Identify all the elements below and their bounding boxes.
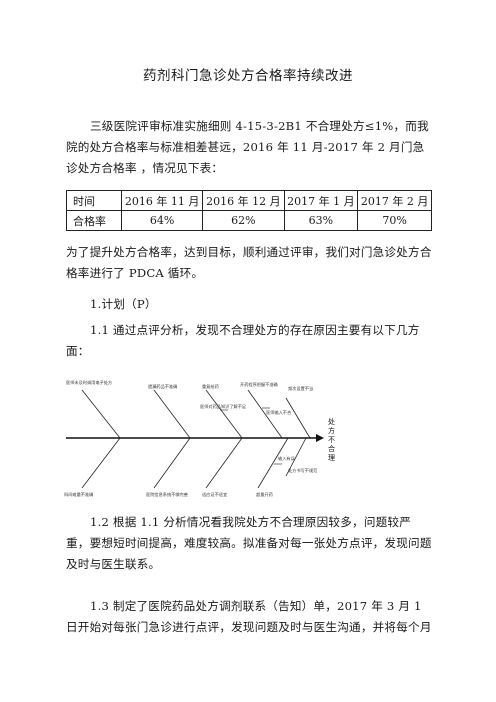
fishbone-bone [153, 389, 191, 439]
fishbone-cause-label: 处方书写不规范 [288, 467, 317, 474]
section-plan-text: 1.计划（P） [90, 297, 157, 311]
row-label-rate: 合格率 [66, 210, 122, 231]
paragraph-1-1-text: 1.1 通过点评分析，发现不合理处方的存在原因主要有以下几方面： [66, 323, 420, 358]
rate-cell: 64% [120, 210, 204, 231]
document-title: 药剂科门急诊处方合格率持续改进 [143, 68, 353, 84]
section-plan-heading: 1.计划（P） [66, 294, 432, 315]
fishbone-diagram: 医师未及时调用电子处方 遗漏药品不准确 重复给药 开药程序把握不准确 频次设置不… [64, 379, 335, 498]
fishbone-head-char: 方 [328, 426, 335, 435]
fishbone-cause-label: 输入有误 [278, 455, 296, 462]
after-table-paragraph: 为了提升处方合格率，达到目标，顺利通过评审，我们对门急诊处方合格率进行了 PDC… [66, 245, 432, 280]
intro-text: 三级医院评审标准实施细则 4-15-3-2B1 不合理处方≤1%，而我院的处方合… [66, 119, 429, 175]
paragraph-1-3: 1.3 制定了医院药品处方调剂联系（告知）单，2017 年 3 月 1 日开始对… [66, 596, 432, 638]
paragraph-1-3-text: 1.3 制定了医院药品处方调剂联系（告知）单，2017 年 3 月 1 日开始对… [66, 599, 432, 634]
fishbone-bone [153, 437, 191, 489]
fishbone-bone [205, 437, 243, 489]
rate-cell: 70% [357, 210, 432, 231]
fishbone-bone [81, 437, 121, 489]
fishbone-cause-label: 开药程序把握不准确 [240, 381, 278, 388]
fishbone-bone [285, 397, 311, 439]
fishbone-cause-label: 医师未及时调用电子处方 [66, 379, 112, 386]
paragraph-1-1: 1.1 通过点评分析，发现不合理处方的存在原因主要有以下几方面： [66, 320, 432, 362]
fishbone-head-char: 处 [328, 417, 335, 426]
intro-paragraph: 三级医院评审标准实施细则 4-15-3-2B1 不合理处方≤1%，而我院的处方合… [66, 116, 432, 179]
paragraph-1-2: 1.2 根据 1.1 分析情况看我院处方不合理原因较多，问题较严重，要想短时间提… [66, 512, 432, 575]
row-label-time: 时间 [66, 190, 122, 211]
period-cell: 2017 年 2 月 [357, 190, 432, 211]
period-cell: 2016 年 11 月 [120, 190, 204, 211]
pass-rate-table: 时间 2016 年 11 月 2016 年 12 月 2017 年 1 月 20… [66, 190, 432, 231]
period-cell: 2017 年 1 月 [283, 190, 359, 211]
fishbone-head-char: 不 [328, 436, 335, 444]
fishbone-bone [257, 437, 289, 489]
fishbone-cause-label: 遗漏药品不准确 [148, 383, 177, 390]
paragraph-1-2-text: 1.2 根据 1.1 分析情况看我院处方不合理原因较多，问题较严重，要想短时间提… [66, 515, 432, 571]
fishbone-bone [247, 389, 283, 439]
rate-cell: 63% [283, 210, 359, 231]
fishbone-bone [205, 389, 243, 439]
fishbone-sub-cause-label: 医师输入不合 [266, 409, 292, 416]
fishbone-cause-label: 适应证不适宜 [202, 491, 227, 498]
fishbone-bone [285, 437, 307, 477]
fishbone-sub-cause-label: 超量开药 [256, 491, 273, 498]
rate-cell: 62% [202, 210, 285, 231]
fishbone-cause-label: 医院信息系统不够完善 [146, 491, 188, 498]
table-row: 时间 2016 年 11 月 2016 年 12 月 2017 年 1 月 20… [66, 190, 432, 211]
fishbone-head-char: 理 [328, 454, 335, 462]
fishbone-head-char: 合 [328, 444, 335, 453]
period-cell: 2016 年 12 月 [202, 190, 285, 211]
fishbone-cause-label: 频次设置不当 [288, 385, 313, 392]
fishbone-cause-label: 科间难量不准确 [64, 491, 93, 498]
fishbone-cause-label: 重复给药 [202, 383, 219, 390]
fishbone-arrow [316, 434, 324, 442]
fishbone-sub-cause-label: 医师对药品知识了解不足 [200, 403, 247, 410]
fishbone-bone [81, 389, 121, 439]
fishbone-head: 处 方 不 合 理 [328, 417, 335, 462]
table-row: 合格率 64% 62% 63% 70% [66, 210, 432, 231]
